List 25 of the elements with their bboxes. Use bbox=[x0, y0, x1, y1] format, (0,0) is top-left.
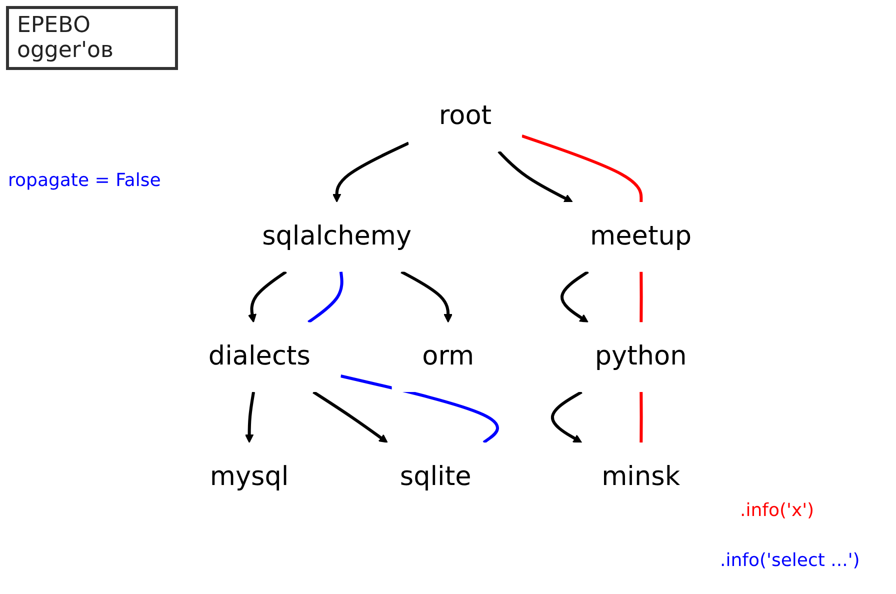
title: ЕРЕВО ogger'ов bbox=[6, 6, 178, 70]
node-text: minsk bbox=[602, 462, 680, 492]
arrow bbox=[550, 390, 582, 443]
node-text: python bbox=[594, 341, 687, 372]
node-text: root bbox=[438, 100, 492, 132]
code-note: .info('x') bbox=[740, 500, 814, 521]
connector bbox=[308, 272, 344, 324]
code-note: .info('select ...') bbox=[720, 550, 860, 571]
arrow bbox=[332, 142, 410, 202]
arrow bbox=[244, 392, 256, 443]
connector bbox=[640, 392, 643, 443]
connector bbox=[640, 272, 643, 322]
connector bbox=[521, 134, 643, 202]
arrow bbox=[312, 390, 388, 443]
node-text: sqlite bbox=[400, 462, 472, 492]
node-text: mysql bbox=[210, 462, 289, 492]
arrow bbox=[248, 270, 287, 323]
arrow bbox=[498, 150, 573, 202]
node-text: meetup bbox=[590, 221, 692, 252]
node-text: dialects bbox=[208, 341, 310, 372]
code-note: ropagate = False bbox=[8, 170, 161, 191]
connector bbox=[340, 374, 499, 444]
arrow bbox=[560, 270, 589, 323]
arrow bbox=[400, 270, 453, 323]
node-text: sqlalchemy bbox=[262, 221, 412, 252]
